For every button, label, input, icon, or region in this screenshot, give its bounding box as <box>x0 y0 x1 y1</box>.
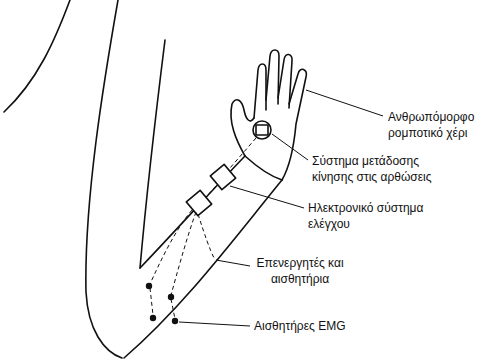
wire <box>207 186 216 196</box>
emg-sensor <box>146 283 152 289</box>
part-label: Ηλεκτρονικό σύστημα ελέγχου <box>308 200 446 232</box>
wire <box>150 288 153 315</box>
wire <box>171 212 196 295</box>
control-box <box>210 164 235 189</box>
transmission-device <box>256 125 268 135</box>
finger <box>254 64 266 118</box>
emg-sensor <box>150 315 156 321</box>
part-label: Ανθρωπόμορφο ρομποτικό χέρι <box>388 109 488 141</box>
leader-line <box>179 322 250 326</box>
finger <box>266 50 279 104</box>
part-label: Αισθητήρες EMG <box>254 318 345 334</box>
emg-sensor <box>172 318 178 324</box>
finger <box>282 69 306 180</box>
leader-line <box>216 260 250 266</box>
transmission-device <box>253 121 271 139</box>
wrist-line <box>245 156 282 180</box>
wire <box>198 214 214 258</box>
leader-line <box>230 186 304 208</box>
leader-line <box>306 90 383 116</box>
part-label: Σύστημα μετάδοσης κίνησης στις αρθώσεις <box>312 153 462 185</box>
forearm-upper-edge <box>140 156 245 268</box>
emg-sensor <box>168 294 174 300</box>
torso-outline <box>4 0 70 112</box>
wire <box>230 138 256 168</box>
upper-arm-outline <box>86 0 122 358</box>
upper-arm-inner <box>140 40 165 268</box>
wire <box>150 210 192 284</box>
leader-line <box>272 134 308 160</box>
wire <box>171 299 175 319</box>
part-label: Επενεργητές και αισθητήρια <box>254 255 346 287</box>
thumb <box>231 100 254 156</box>
